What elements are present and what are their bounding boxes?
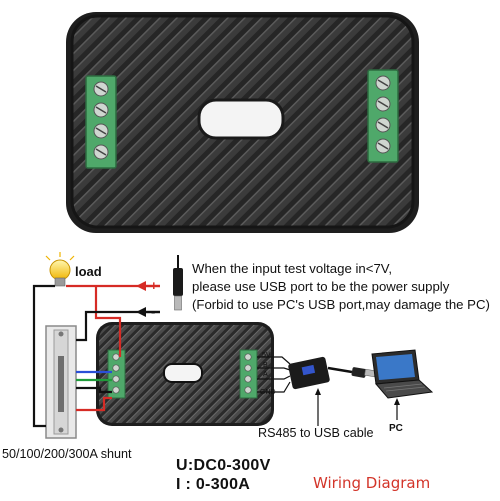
wires: [32, 284, 291, 428]
bulb-icon: [45, 252, 75, 287]
left-terminal-block: [85, 75, 117, 169]
note-line-1: When the input test voltage in<7V,: [192, 261, 393, 276]
voltage-spec: U:DC0-300V: [176, 457, 271, 474]
current-spec: I : 0-300A: [176, 476, 251, 493]
meter-window: [197, 98, 285, 140]
load-label: load: [75, 264, 102, 279]
laptop-pc-icon: [371, 349, 434, 399]
small-meter: [96, 322, 274, 426]
pin-label-5v: 5V: [262, 352, 271, 359]
pin-label-gnd: GND: [260, 389, 276, 396]
plus-label: +: [150, 278, 158, 293]
note-line-2: please use USB port to be the power supp…: [192, 279, 450, 294]
meter-photo: [66, 12, 419, 233]
pointer-arrows: [315, 388, 400, 426]
note-line-3: (Forbid to use PC's USB port,may damage …: [192, 297, 490, 312]
diagram-title: Wiring Diagram: [313, 474, 431, 492]
pin-label-a: A: [263, 371, 268, 378]
pin-label-b: B: [263, 362, 268, 369]
shunt: [45, 325, 77, 439]
cable-label: RS485 to USB cable: [258, 426, 374, 440]
supply-arrows: [136, 281, 160, 317]
right-terminal-block: [367, 69, 399, 163]
rs485-adapter-icon: [288, 356, 376, 390]
shunt-label: 50/100/200/300A shunt: [2, 447, 132, 461]
pc-label: PC: [389, 423, 403, 434]
minus-label: -: [151, 304, 156, 319]
usb-plug-icon: [173, 255, 183, 311]
